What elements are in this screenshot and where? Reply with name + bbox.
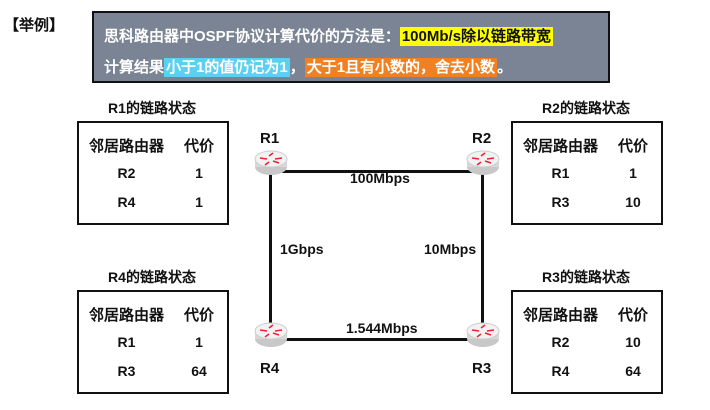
table-row: R1 1 — [513, 165, 661, 181]
header-cost: 代价 — [617, 138, 648, 155]
banner-text: 计算结果 — [104, 59, 165, 76]
link-r1-r4 — [269, 172, 272, 338]
router-icon — [466, 150, 500, 180]
banner-text: ， — [289, 59, 305, 76]
link-label-r4-r3: 1.544Mbps — [346, 320, 418, 336]
router-r4 — [254, 322, 288, 353]
link-label-r1-r4: 1Gbps — [280, 241, 324, 257]
table-row: R3 10 — [513, 194, 661, 210]
link-state-title: R1的链路状态 — [108, 100, 196, 116]
neighbor-cell: R3 — [551, 194, 570, 210]
link-label-r2-r3: 10Mbps — [424, 241, 477, 257]
router-label: R1 — [260, 130, 280, 147]
header-cost: 代价 — [617, 307, 648, 324]
banner-highlight-yellow: 100Mb/s除以链路带宽 — [399, 27, 554, 46]
table-row: R3 64 — [79, 363, 227, 379]
router-r3 — [466, 322, 500, 353]
table-row: R1 1 — [79, 334, 227, 350]
header-neighbor: 邻居路由器 — [522, 307, 598, 324]
banner-text: 。 — [497, 59, 513, 76]
table-row: R4 1 — [79, 194, 227, 210]
header-cost: 代价 — [183, 307, 214, 324]
header-neighbor: 邻居路由器 — [88, 307, 164, 324]
table-row: R2 1 — [79, 165, 227, 181]
router-r1 — [254, 150, 288, 181]
cost-cell: 64 — [625, 363, 641, 379]
neighbor-cell: R1 — [551, 165, 570, 181]
neighbor-cell: R4 — [551, 363, 570, 379]
cost-cell: 1 — [195, 194, 203, 210]
link-state-title: R2的链路状态 — [542, 100, 630, 116]
neighbor-cell: R3 — [117, 363, 136, 379]
neighbor-cell: R4 — [117, 194, 136, 210]
link-label-r1-r2: 100Mbps — [350, 170, 410, 186]
router-label: R2 — [472, 130, 492, 147]
table-row: R4 64 — [513, 363, 661, 379]
example-label: 【举例】 — [4, 17, 65, 34]
link-r1-r2 — [270, 170, 482, 173]
banner-text: 思科路由器中OSPF协议计算代价的方法是： — [104, 28, 400, 45]
neighbor-cell: R2 — [117, 165, 136, 181]
header-neighbor: 邻居路由器 — [88, 138, 164, 155]
cost-cell: 64 — [191, 363, 207, 379]
router-label: R3 — [472, 360, 492, 377]
router-label: R4 — [260, 360, 280, 377]
cost-cell: 1 — [195, 165, 203, 181]
cost-cell: 1 — [629, 165, 637, 181]
table-header: 邻居路由器 代价 — [79, 304, 227, 325]
router-icon — [254, 150, 288, 180]
table-header: 邻居路由器 代价 — [79, 135, 227, 156]
neighbor-cell: R1 — [117, 334, 136, 350]
router-icon — [254, 322, 288, 352]
link-state-title: R4的链路状态 — [108, 269, 196, 285]
header-neighbor: 邻居路由器 — [522, 138, 598, 155]
link-r4-r3 — [270, 338, 482, 341]
neighbor-cell: R2 — [551, 334, 570, 350]
cost-cell: 10 — [625, 334, 641, 350]
ospf-cost-banner: 思科路由器中OSPF协议计算代价的方法是：100Mb/s除以链路带宽 计算结果小… — [92, 11, 610, 83]
header-cost: 代价 — [183, 138, 214, 155]
banner-highlight-blue: 小于1的值仍记为1 — [164, 58, 290, 77]
router-icon — [466, 322, 500, 352]
router-r2 — [466, 150, 500, 181]
link-state-title: R3的链路状态 — [542, 269, 630, 285]
table-header: 邻居路由器 代价 — [513, 135, 661, 156]
cost-cell: 10 — [625, 194, 641, 210]
link-r2-r3 — [481, 172, 484, 338]
cost-cell: 1 — [195, 334, 203, 350]
table-header: 邻居路由器 代价 — [513, 304, 661, 325]
table-row: R2 10 — [513, 334, 661, 350]
banner-highlight-orange: 大于1且有小数的，舍去小数 — [304, 58, 498, 77]
